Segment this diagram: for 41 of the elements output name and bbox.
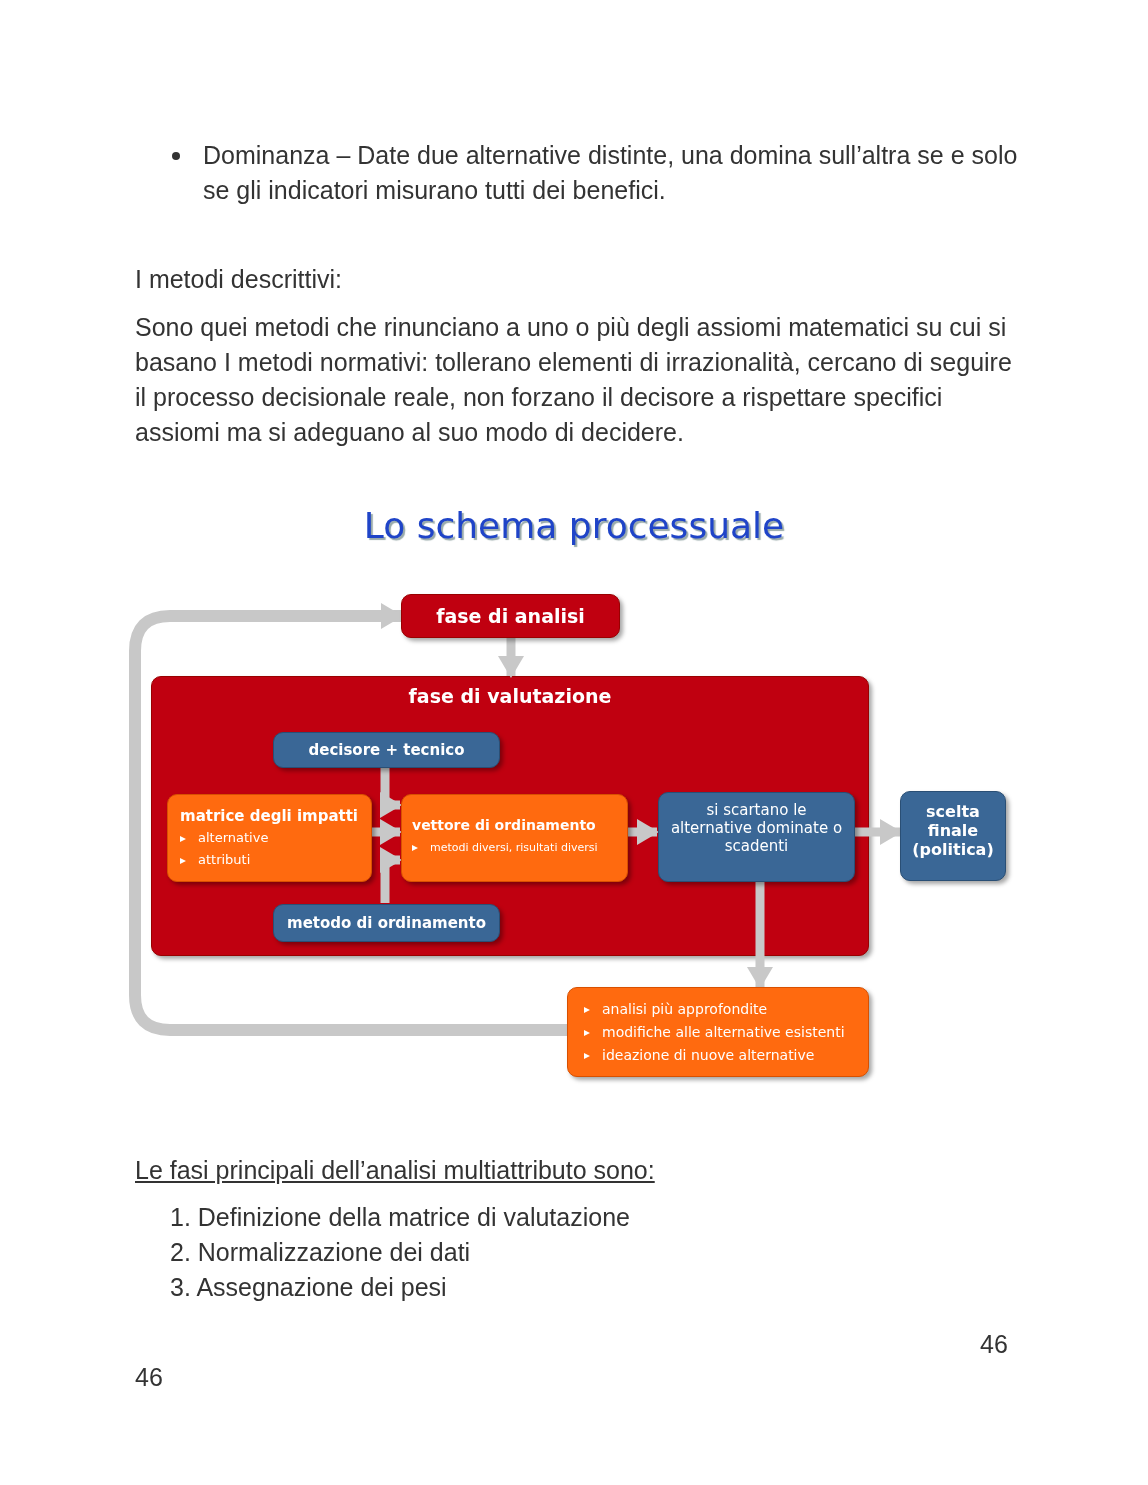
section-heading: I metodi descrittivi: — [135, 264, 343, 295]
arrow — [380, 847, 402, 903]
node-title: fase di valutazione — [407, 685, 613, 707]
arrow — [747, 881, 773, 989]
list-item: 1. Definizione della matrice di valutazione — [170, 1202, 631, 1233]
process-box — [401, 594, 620, 638]
bullet-item: ideazione di nuove alternative — [584, 1044, 852, 1067]
bullet-text: Dominanza – Date due alternative distinte, una domina sull’altra se e solo se gli indicatori misurano tutti dei benefici. — [203, 140, 1019, 206]
arrow — [129, 603, 568, 1036]
result-box — [900, 791, 1006, 881]
node-title: fase di analisi — [436, 605, 585, 627]
list-item: 3. Assegnazione dei pesi — [170, 1272, 448, 1303]
arrow — [854, 819, 902, 845]
arrow — [627, 819, 659, 845]
process-box — [658, 792, 855, 882]
arrow — [380, 767, 402, 818]
node-title: vettore di ordinamento — [412, 817, 597, 833]
node-title: matrice degli impatti — [180, 807, 359, 825]
node-title: metodo di ordinamento — [287, 914, 486, 932]
diagram-title: Lo schema processuale — [362, 505, 786, 546]
page-number: 46 — [135, 1362, 164, 1393]
feedback-box — [567, 987, 869, 1077]
group-panel — [151, 676, 869, 956]
node-title: scelta finale (politica) — [911, 802, 995, 859]
input-box — [273, 904, 500, 942]
list-heading: Le fasi principali dell’analisi multiattributo sono: — [135, 1155, 656, 1186]
process-box — [167, 794, 372, 882]
process-box — [401, 794, 628, 882]
list-item: 2. Normalizzazione dei dati — [170, 1237, 472, 1268]
bullet-item: analisi più approfondite — [584, 998, 852, 1021]
paragraph: Sono quei metodi che rinunciano a uno o più degli assiomi matematici su cui si basano I metodi normativi: tollerano elementi di irrazionalità, cercano di seguire il processo decisionale reale, non forzano il decisore a rispettare specifici assiomi ma si adeguano al suo modo di decidere. — [135, 312, 1013, 448]
page-number: 46 — [980, 1329, 1009, 1360]
node-title: si scartano le alternative dominate o scadenti — [669, 801, 844, 855]
node-title: decisore + tecnico — [308, 741, 465, 759]
arrow — [371, 819, 402, 845]
bullet-item: metodi diversi, risultati diversi — [412, 837, 619, 859]
bullet-item: alternative — [180, 827, 359, 849]
bullet-item: attributi — [180, 849, 359, 871]
input-box — [273, 732, 500, 768]
arrow — [498, 638, 524, 678]
bullet-item: modifiche alle alternative esistenti — [584, 1021, 852, 1044]
